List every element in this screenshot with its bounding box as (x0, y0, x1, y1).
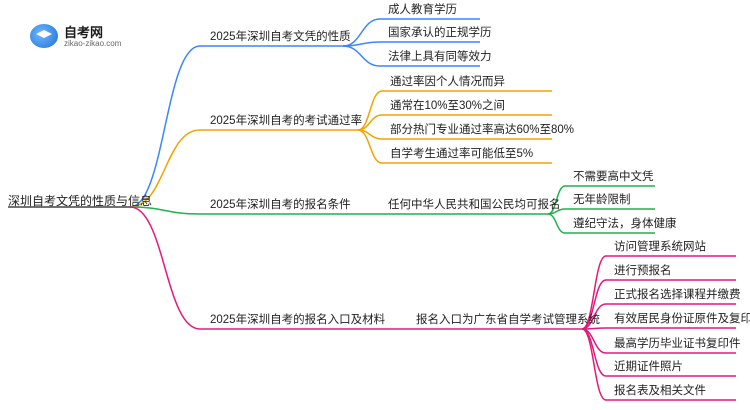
child-node-label: 近期证件照片 (614, 361, 683, 373)
child-node-label: 不需要高中文凭 (573, 171, 654, 183)
child-node-label: 通过率因个人情况而异 (390, 76, 505, 88)
root-topic: 深圳自考文凭的性质与信息 (8, 194, 153, 208)
branch-connector (129, 206, 201, 215)
child-node-label: 访问管理系统网站 (614, 241, 706, 253)
child-connector (547, 213, 566, 234)
branch-label: 2025年深圳自考的报名条件 (210, 199, 351, 211)
child-node-label: 国家承认的正规学历 (388, 27, 492, 39)
child-node-label: 法律上具有同等效力 (388, 51, 492, 63)
child-node-label: 无年龄限制 (573, 194, 631, 206)
branch-label: 2025年深圳自考的报名入口及材料 (210, 314, 386, 326)
child-node-label: 进行预报名 (614, 265, 672, 277)
child-connector (342, 45, 381, 67)
graduation-cap-icon (30, 24, 58, 48)
child-connector (357, 129, 383, 164)
branch-connector (129, 206, 201, 330)
branch-label: 2025年深圳自考的考试通过率 (210, 115, 363, 127)
child-connector (357, 90, 383, 131)
child-node-label: 自学考生通过率可能低至5% (390, 148, 534, 160)
child-node-label: 成人教育学历 (388, 4, 457, 16)
branch-label: 2025年深圳自考文凭的性质 (210, 31, 351, 43)
child-node-label: 有效居民身份证原件及复印件 (614, 313, 750, 325)
child-connector (581, 328, 607, 401)
logo-title: 自考网 (64, 25, 104, 40)
logo-url: zikao-zikao.com (64, 39, 122, 48)
child-node-label: 正式报名选择课程并缴费 (614, 289, 741, 301)
site-logo[interactable]: 自考网 zikao-zikao.com (30, 22, 140, 52)
child-node-label: 通常在10%至30%之间 (390, 100, 506, 112)
child-node-label: 报名表及相关文件 (614, 385, 706, 397)
child-node-label: 最高学历毕业证书复印件 (614, 338, 741, 350)
child-node-label: 部分热门专业通过率高达60%至80% (390, 124, 575, 136)
branch-connector (129, 45, 201, 208)
middle-node-label: 任何中华人民共和国公民均可报名 (388, 199, 561, 211)
branch-connector (129, 129, 201, 208)
child-node-label: 遵纪守法，身体健康 (573, 218, 677, 230)
middle-node-label: 报名入口为广东省自学考试管理系统 (416, 314, 600, 326)
